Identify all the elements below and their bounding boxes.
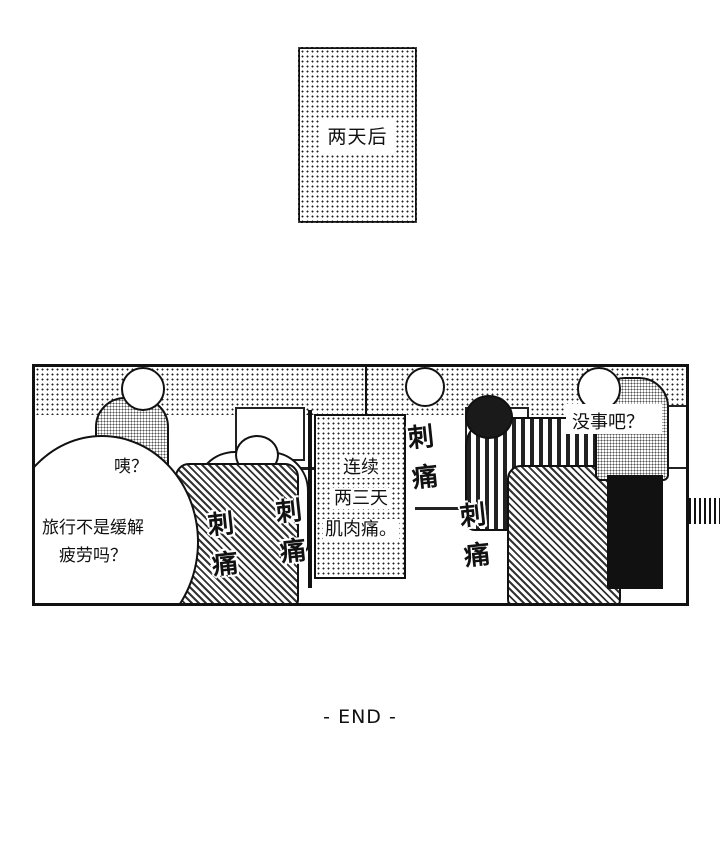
narration-line-3: 肌肉痛。 (323, 519, 399, 540)
narration-line-2: 两三天 (332, 488, 390, 509)
sfx-char: 刺 (274, 495, 304, 529)
bubble-main-text: 旅行不是缓解疲劳吗？ (42, 518, 144, 566)
sfx-char: 刺 (206, 508, 236, 542)
speech-backdrop (566, 404, 662, 434)
sfx-char: 痛 (210, 548, 240, 582)
sfx-char: 痛 (462, 539, 492, 573)
end-marker: - END - (323, 706, 397, 728)
coworker-speech-text: 没事吧？ (572, 412, 644, 433)
sfx-char: 刺 (406, 421, 436, 455)
female-coworker-skirt (607, 475, 663, 589)
time-caption-box: 两天后 (298, 47, 417, 223)
female-coworker-head (577, 367, 621, 411)
sfx-char: 刺 (458, 499, 488, 533)
background-person-head (405, 367, 445, 407)
time-caption-text: 两天后 (321, 117, 394, 153)
office-chair (507, 465, 621, 603)
narration-line-1: 连续 (341, 457, 381, 478)
sfx-char: 痛 (278, 535, 308, 569)
wall-divider (365, 367, 367, 415)
sfx-char: 痛 (410, 461, 440, 495)
bubble-question-text: 咦？ (114, 457, 148, 477)
narration-text: 连续 两三天 肌肉痛。 (318, 452, 404, 545)
panel-edge-decoration (689, 498, 720, 524)
protagonist-head (465, 395, 513, 439)
standing-coworker-head (121, 367, 165, 411)
